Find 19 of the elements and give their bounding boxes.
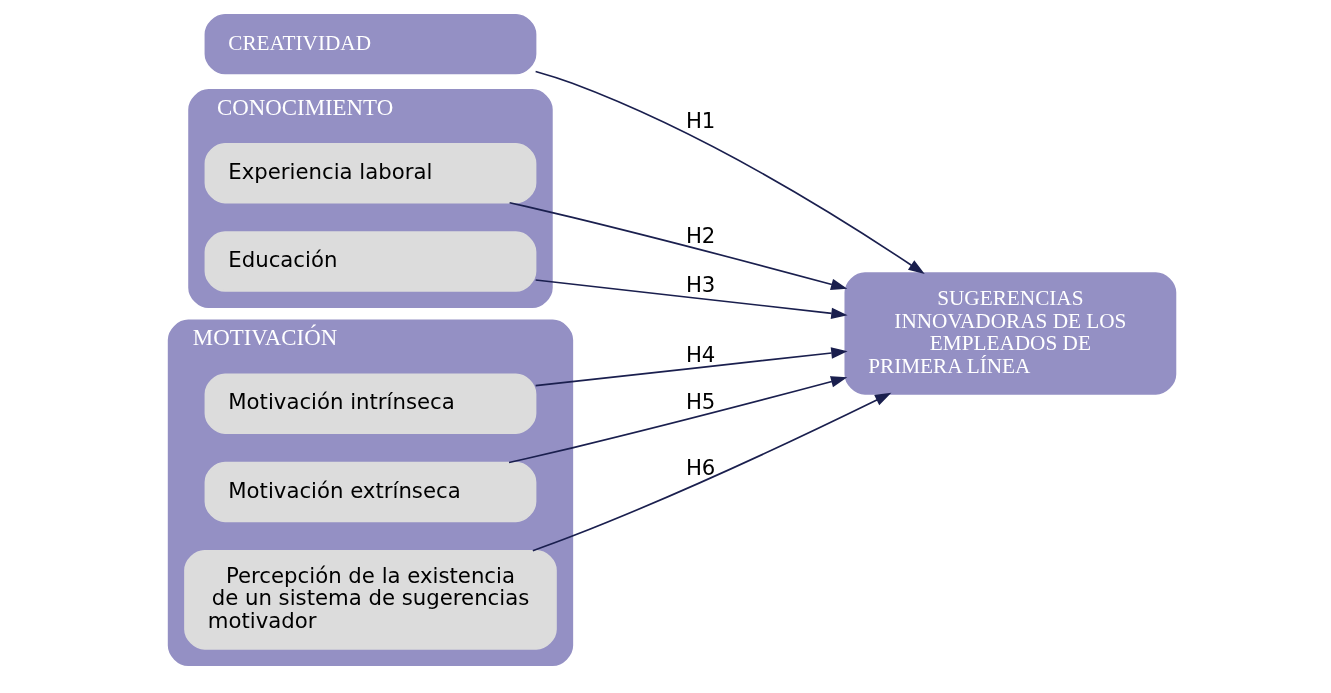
edge-label: H5: [685, 389, 716, 415]
edge-label: H3: [685, 271, 716, 297]
node-box: CREATIVIDAD: [204, 13, 537, 75]
node-box: Experiencia laboral: [204, 143, 537, 204]
arrow: [508, 201, 848, 290]
node-box: SUGERENCIAS INNOVADORAS DE LOS EMPLEADOS DE PRIMERA LÍNEA: [844, 272, 1177, 395]
edge-label: H4: [685, 341, 716, 367]
edge-label: H6: [685, 454, 716, 480]
node-box: Motivación intrínseca: [204, 373, 537, 434]
arrow: [508, 376, 848, 464]
edge-label: H1: [685, 108, 716, 134]
arrow: [534, 279, 848, 320]
node-box: Educación: [204, 231, 537, 292]
arrow: [534, 70, 925, 275]
arrow: [532, 392, 892, 552]
arrow: [534, 347, 848, 387]
node-box: Percepción de la existencia de un sistema de sugerencias motivador: [184, 550, 557, 650]
node-box: Motivación extrínseca: [204, 461, 537, 523]
edge-label: H2: [685, 222, 716, 248]
